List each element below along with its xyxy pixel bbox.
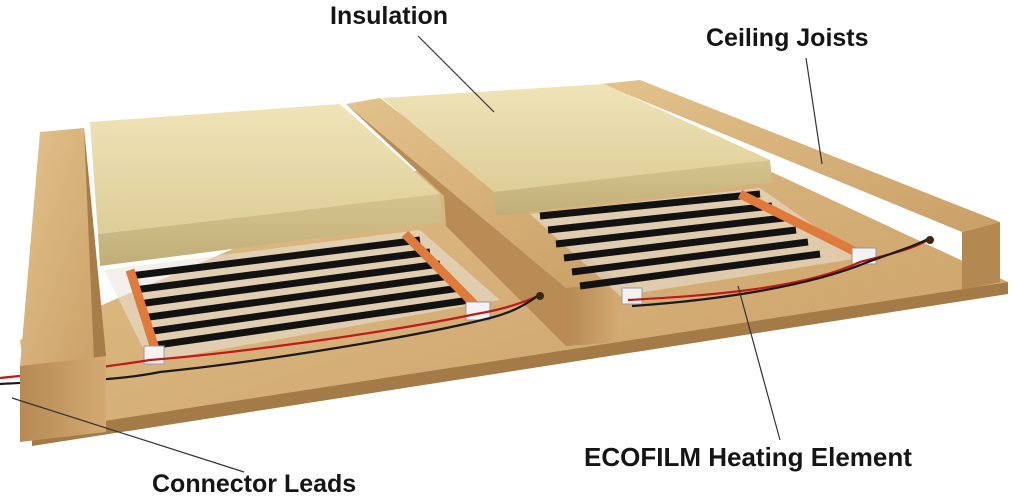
- label-ceiling-joists: Ceiling Joists: [706, 24, 869, 52]
- bus-bar-right-a: [737, 189, 863, 259]
- insulation-batt-left: [90, 104, 442, 266]
- leader-connector-leads: [11, 397, 245, 473]
- leader-insulation: [417, 35, 495, 113]
- wire-hole-right: [926, 236, 934, 244]
- connector-clip-right-a: [621, 287, 643, 305]
- insulation-batt-right: [382, 84, 772, 216]
- film-stripes-right: [539, 190, 821, 290]
- label-connector-leads: Connector Leads: [152, 470, 357, 498]
- label-insulation: Insulation: [330, 2, 449, 30]
- leader-heating-element: [737, 285, 781, 441]
- leader-lines: [11, 35, 823, 473]
- front-ceiling-joist: [20, 128, 106, 442]
- label-heating-element: ECOFILM Heating Element: [584, 442, 912, 472]
- wire-hole-middle: [536, 292, 544, 300]
- heating-film-left: [104, 230, 500, 365]
- back-ceiling-joist: [602, 80, 1000, 290]
- middle-ceiling-joist: [346, 98, 620, 346]
- film-stripes-left: [129, 236, 471, 350]
- leader-ceiling-joists: [805, 57, 823, 165]
- heating-film-right: [530, 188, 877, 305]
- bus-bar-left-b: [401, 230, 480, 310]
- bus-bar-left-a: [125, 268, 161, 354]
